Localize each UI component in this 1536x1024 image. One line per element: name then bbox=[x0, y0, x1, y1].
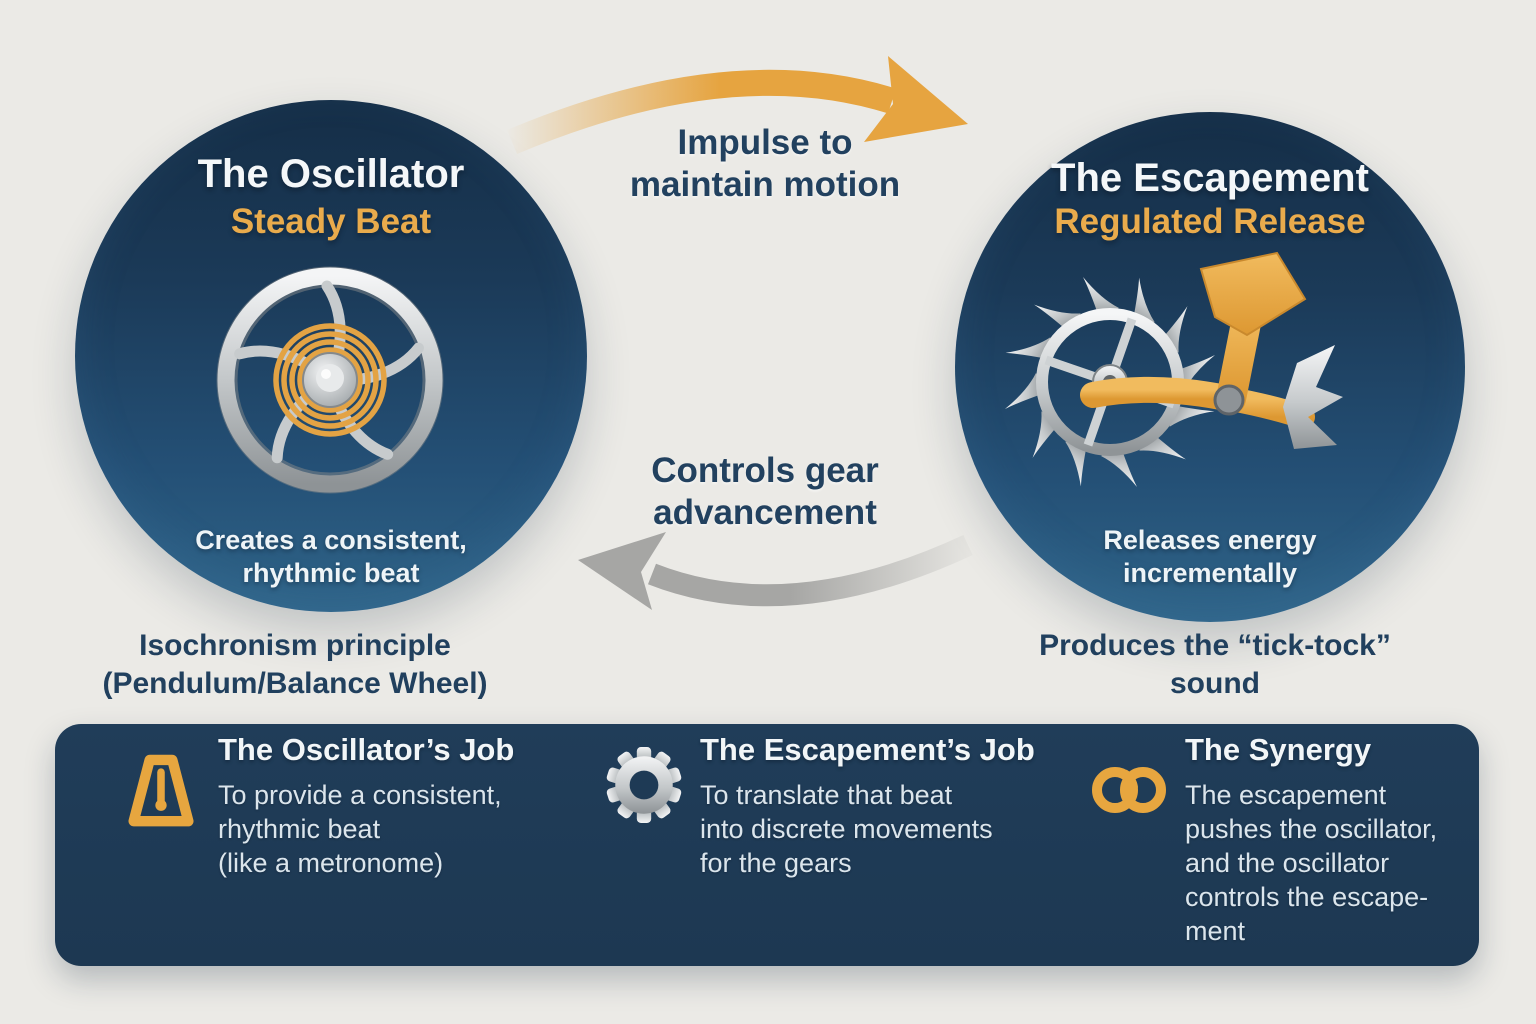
controls-arrow bbox=[578, 532, 973, 610]
escapement-title: The Escapement bbox=[1051, 156, 1369, 200]
escapement-mechanism-icon bbox=[1005, 251, 1343, 487]
controls-arrow-label: Controls gear advancement bbox=[651, 451, 879, 532]
impulse-arrow-label: Impulse to maintain motion bbox=[629, 123, 901, 204]
balance-wheel-icon bbox=[216, 266, 444, 494]
escapement-subtitle: Regulated Release bbox=[1054, 202, 1366, 241]
linked-rings-icon bbox=[1092, 767, 1166, 813]
gear-icon bbox=[605, 747, 683, 823]
summary-panel: The Oscillator’s Job To provide a consis… bbox=[55, 724, 1479, 966]
oscillator-footnote: Isochronism principle (Pendulum/Balance … bbox=[102, 629, 488, 700]
synergy-card: The Synergy The escapement pushes the os… bbox=[1090, 724, 1470, 966]
escapement-node: The Escapement Regulated Release bbox=[955, 112, 1465, 622]
metronome-icon bbox=[128, 754, 194, 827]
card-title: The Synergy bbox=[1185, 732, 1372, 767]
impulse-arrow bbox=[506, 56, 968, 154]
escapement-footnote: Produces the “tick-tock” sound bbox=[1039, 629, 1391, 700]
oscillator-caption: Creates a consistent, rhythmic beat bbox=[195, 525, 467, 588]
escapement-caption: Releases energy incrementally bbox=[1103, 525, 1317, 588]
card-title: The Escapement’s Job bbox=[700, 732, 1035, 767]
oscillator-node: The Oscillator Steady Beat bbox=[75, 100, 587, 612]
oscillator-title: The Oscillator bbox=[197, 152, 465, 196]
card-title: The Oscillator’s Job bbox=[218, 732, 515, 767]
oscillator-subtitle: Steady Beat bbox=[230, 202, 432, 241]
anchor-blade bbox=[1283, 345, 1343, 449]
oscillator-job-card: The Oscillator’s Job To provide a consis… bbox=[128, 724, 578, 966]
escapement-job-card: The Escapement’s Job To translate that b… bbox=[605, 724, 1065, 966]
hairspring-spiral bbox=[273, 323, 387, 437]
